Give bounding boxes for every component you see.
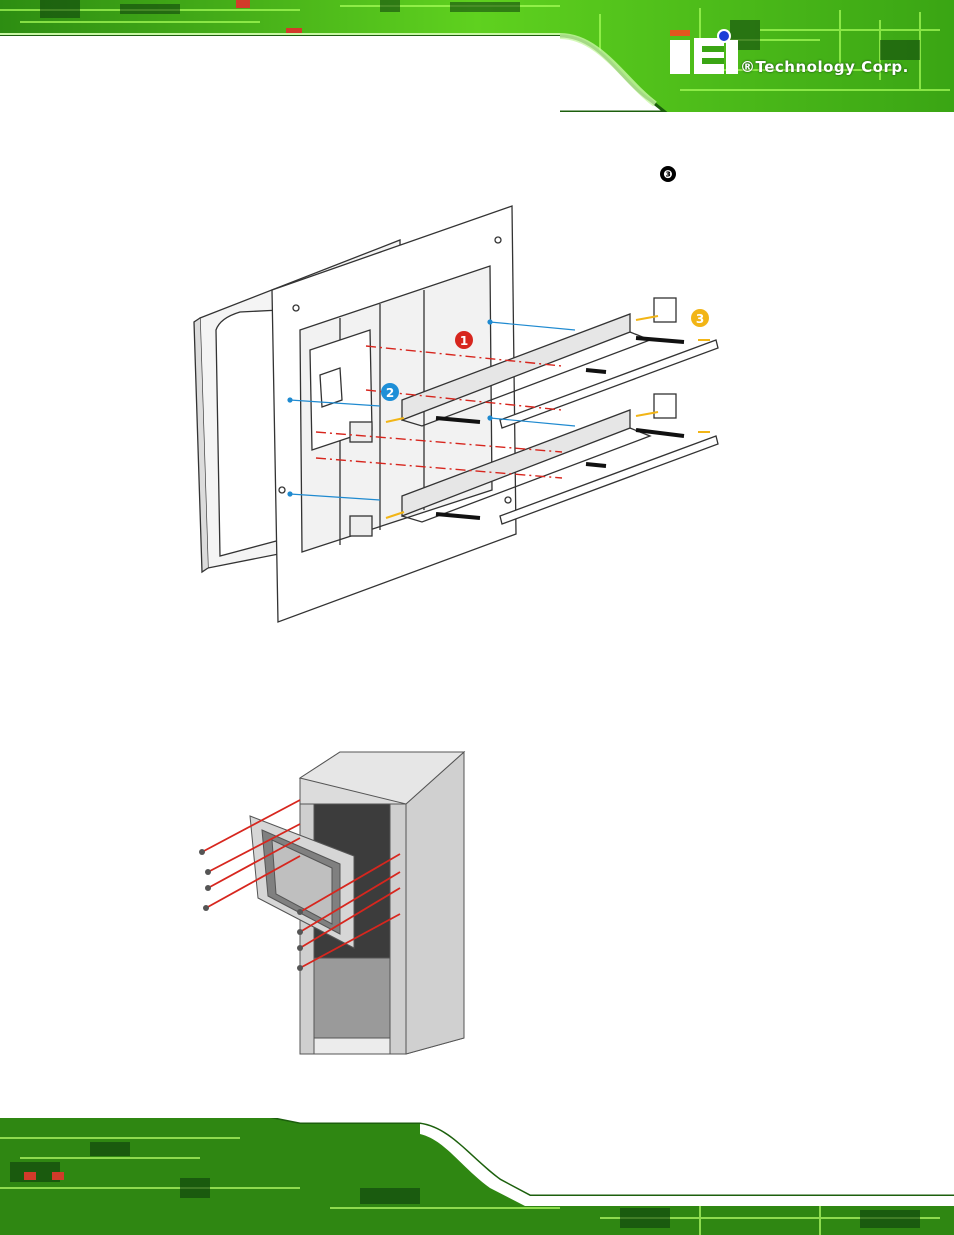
company-name: ®Technology Corp. — [740, 58, 909, 76]
rack-rail-mounting-figure: 1 2 3 — [190, 200, 730, 630]
callout-3: 3 — [696, 312, 704, 326]
footer-banner — [0, 1118, 954, 1235]
callout-1: 1 — [460, 334, 468, 348]
cabinet-mounting-figure — [190, 748, 480, 1058]
callout-2: 2 — [386, 386, 394, 400]
step-3-marker: ❸ — [660, 166, 676, 182]
